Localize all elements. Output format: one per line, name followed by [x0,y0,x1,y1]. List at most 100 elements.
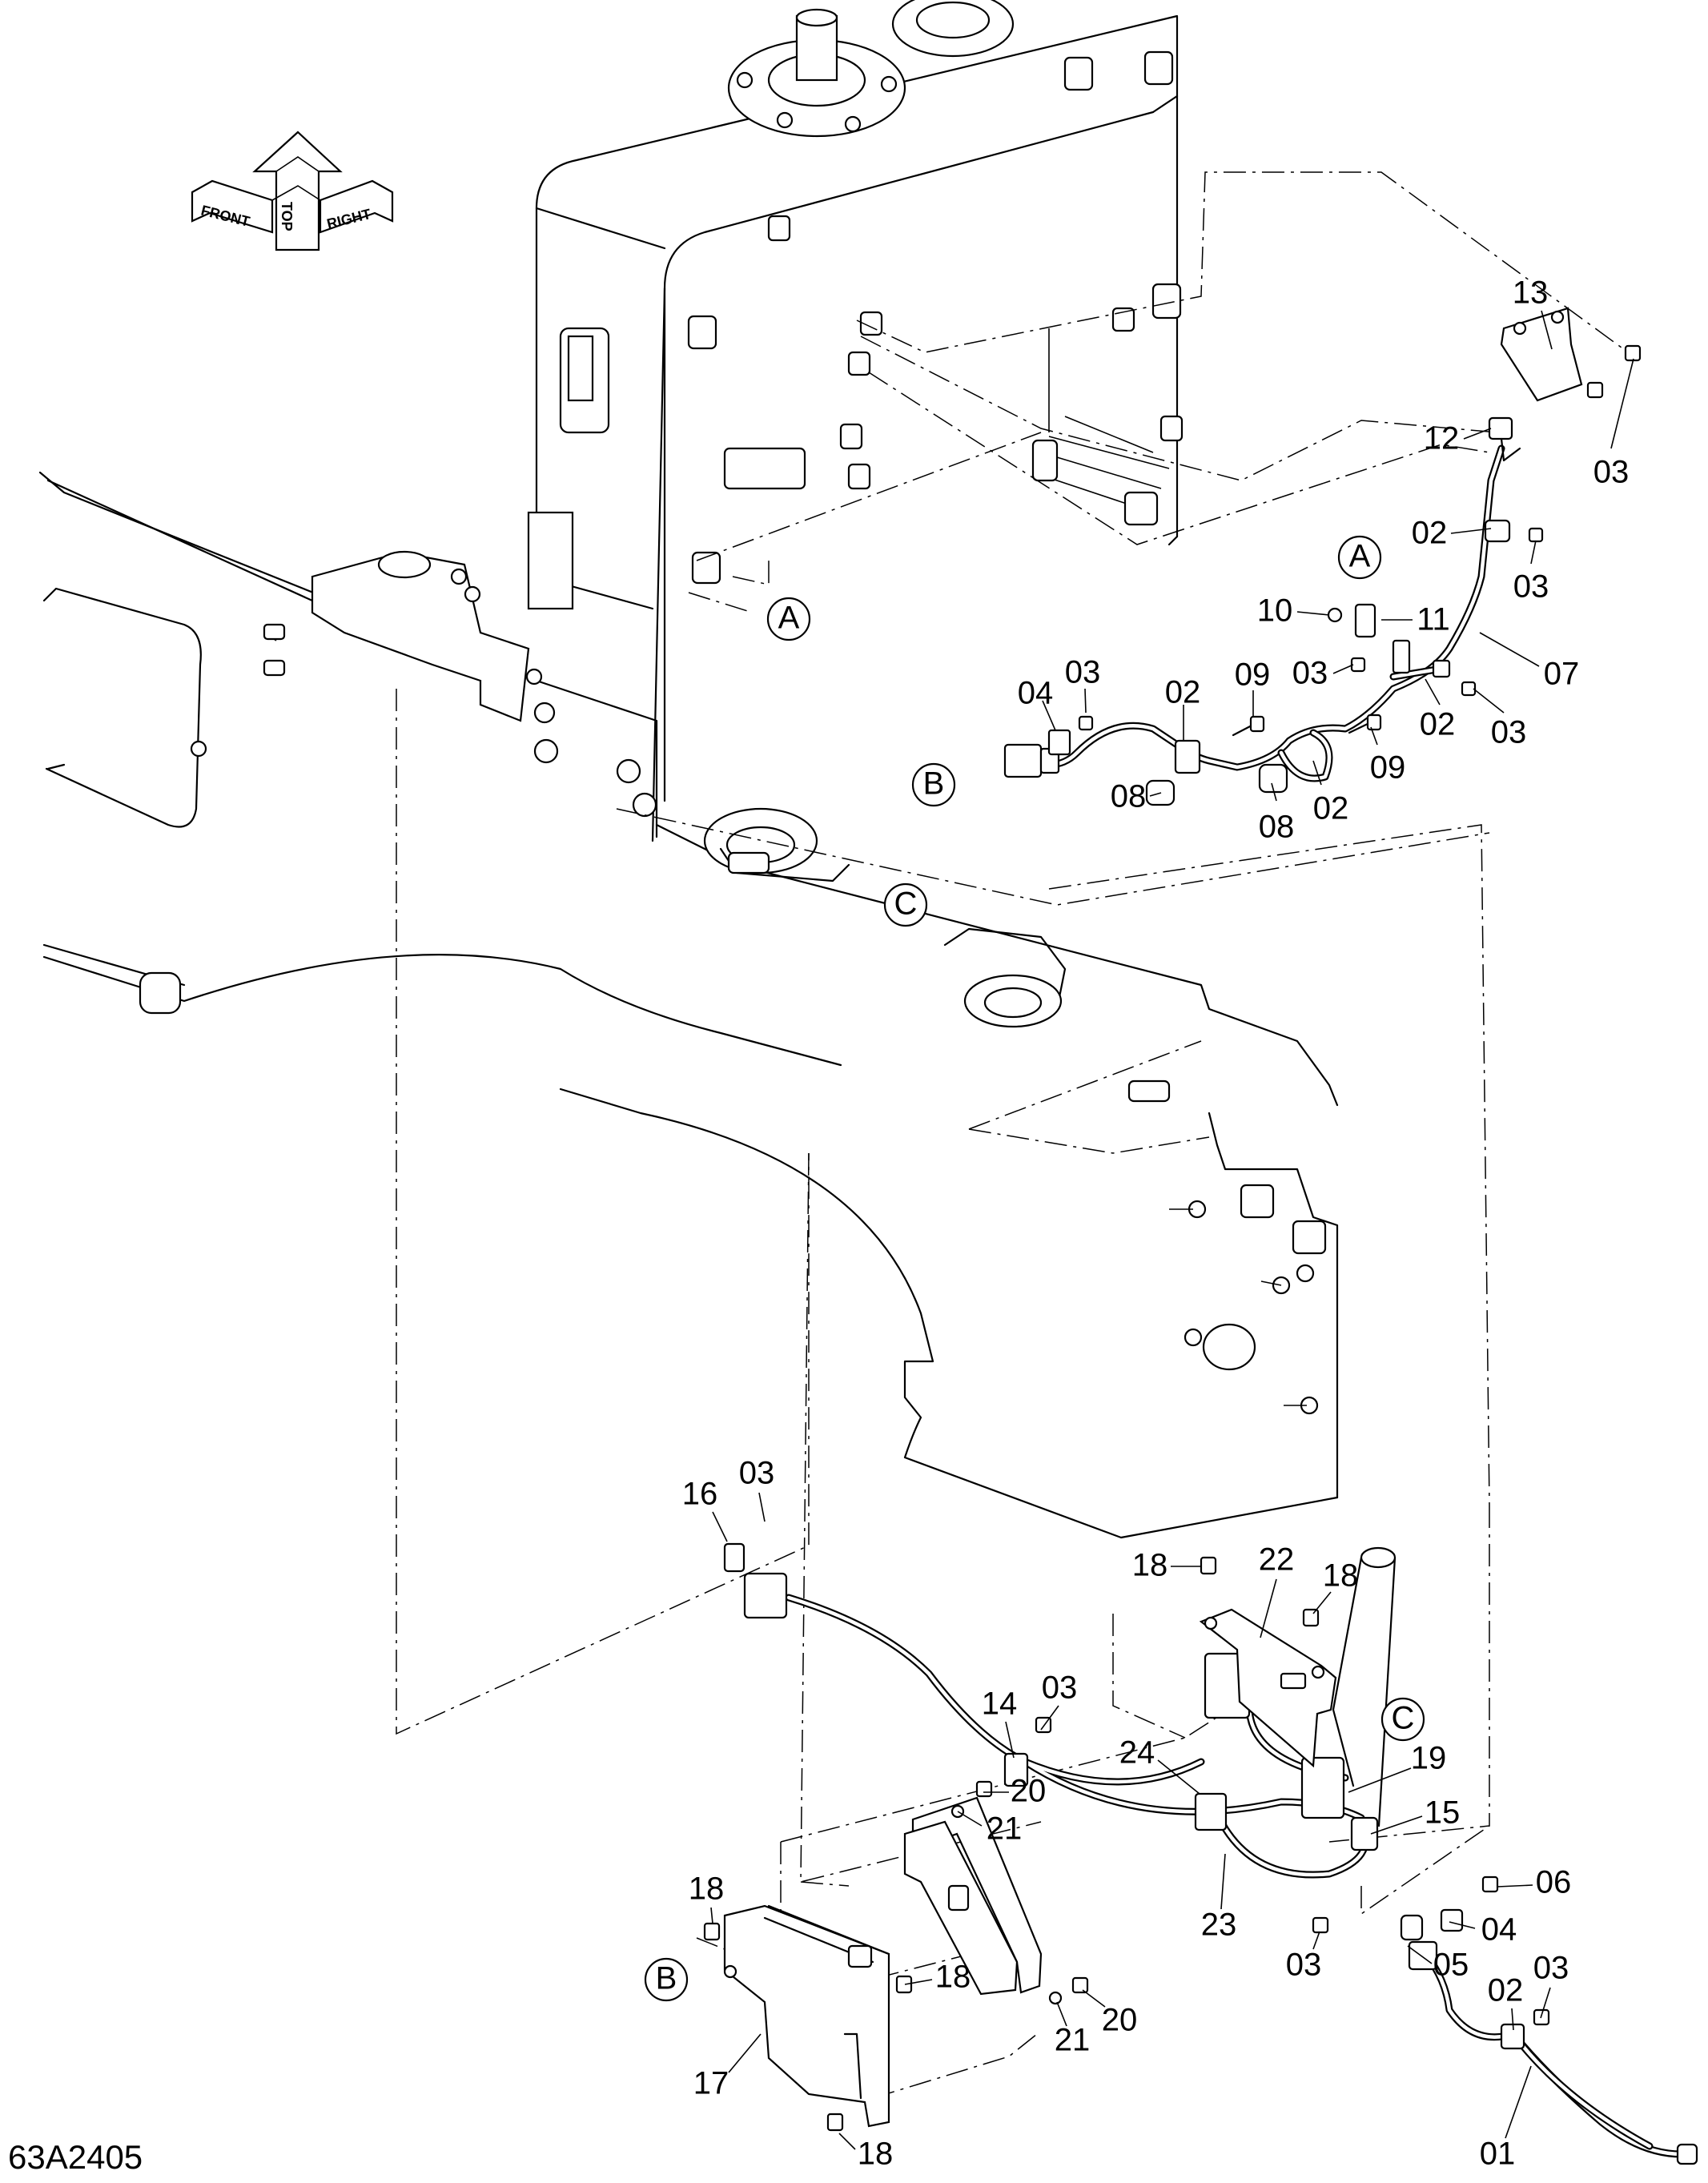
callout-label: 03 [1513,569,1549,605]
bracket-22 [1199,1608,1337,1768]
callout-label: 08 [1111,779,1147,814]
callout-15: 15 [1370,1795,1460,1835]
callout-02-d: 02 [1312,760,1348,826]
callout-03-h: 03 [1286,1931,1322,1983]
sleeve-08-b [1258,763,1288,794]
callout-label: 03 [1533,1951,1569,1986]
callout-label: 04 [1018,676,1054,711]
clamp-15 [1350,1816,1379,1851]
view-circle [766,597,811,641]
callout-leader [1473,688,1505,714]
callout-04-a: 04 [1018,676,1056,731]
callout-19: 19 [1348,1741,1446,1793]
right-side-plate [559,824,1490,1539]
callout-03-i: 03 [1533,1951,1569,2019]
callout-leader [728,2033,762,2073]
callout-leader [1463,428,1492,440]
callout-22: 22 [1259,1542,1295,1638]
orientation-compass: FRONT RIGHT TOP [191,131,394,251]
callout-leader [1511,2008,1514,2031]
view-a-1: A [766,597,811,641]
callout-03-f: 03 [739,1456,775,1522]
callout-leader [1479,632,1540,667]
view-b-2: B [644,1957,689,2002]
callout-18-b: 18 [1312,1558,1358,1614]
callout-leader [1312,1931,1320,1950]
callout-label: 06 [1536,1865,1572,1900]
callout-label: 13 [1513,275,1549,311]
callout-leader [1530,540,1537,565]
view-circle [1380,1697,1425,1742]
sensor-12 [1488,416,1513,440]
plate-hole [1202,1323,1256,1371]
callout-label: 22 [1259,1542,1295,1578]
callout-label: 02 [1488,1973,1524,2008]
view-circle [911,762,956,807]
callout-label: 03 [1286,1948,1322,1983]
view-c-2: C [1380,1697,1425,1742]
bracket-13 [1500,307,1583,402]
callout-23: 23 [1201,1853,1236,1943]
callout-leader [1450,528,1492,534]
callout-03-e: 03 [1473,688,1526,750]
callout-label: 02 [1165,675,1201,710]
compass-top-label: TOP [279,202,295,231]
callout-leader [710,1907,713,1924]
view-c-1: C [883,882,928,927]
clamp-02-upper [1174,739,1201,774]
callout-label: 18 [689,1871,725,1907]
callout-11: 11 [1381,602,1450,637]
callout-24: 24 [1119,1735,1200,1795]
callout-label: 03 [739,1456,775,1491]
callout-14: 14 [982,1686,1017,1759]
callout-leader [1082,1989,1106,2008]
view-circle [883,882,928,927]
callout-label: 24 [1119,1735,1155,1771]
connector-19 [1300,1756,1345,1819]
callout-02-e: 02 [1488,1973,1524,2031]
callout-label: 09 [1235,657,1271,693]
callout-01: 01 [1480,2065,1532,2172]
callout-12: 12 [1424,421,1492,456]
callout-label: 05 [1433,1948,1469,1983]
callout-leader [1505,2065,1532,2139]
callout-label: 18 [1132,1548,1168,1583]
callout-label: 07 [1544,657,1580,692]
callout-label: 18 [858,2137,894,2172]
callout-20-a: 20 [983,1774,1046,1809]
clamp-02-lower [1500,2023,1525,2050]
callout-leader [1348,1767,1412,1793]
sensor-end-01 [1676,2143,1698,2165]
callout-09-b: 09 [1370,726,1406,786]
callout-leader [712,1511,728,1542]
callout-leader [1370,726,1378,746]
compass-top-arrow [252,131,343,251]
view-letter: C [1392,1701,1415,1736]
callout-label: 03 [1593,455,1630,490]
bracket-17 [723,1904,890,2128]
callout-leader [1005,1721,1015,1759]
callout-08-b: 08 [1259,782,1294,845]
callout-leader [1084,688,1087,714]
view-letter: B [656,1961,677,1996]
callout-leader [904,1979,933,1985]
clip-04-lower [1440,1908,1464,1932]
callout-18-c: 18 [689,1871,725,1924]
callout-18-d: 18 [904,1960,971,1995]
callout-label: 02 [1412,516,1448,551]
callout-leader [1260,1578,1277,1638]
hose-end [1360,1546,1397,1569]
callout-label: 09 [1370,750,1406,786]
callout-label: 11 [1417,602,1450,637]
callout-13: 13 [1513,275,1553,350]
callout-leader [1296,611,1330,616]
callout-label: 01 [1480,2137,1516,2172]
callout-02-c: 02 [1420,678,1455,742]
callout-18-a: 18 [1132,1548,1201,1583]
clevis-bracket [311,551,530,722]
clip-14 [1003,1752,1029,1787]
callout-label: 04 [1481,1912,1517,1948]
callout-leader [1271,782,1277,802]
